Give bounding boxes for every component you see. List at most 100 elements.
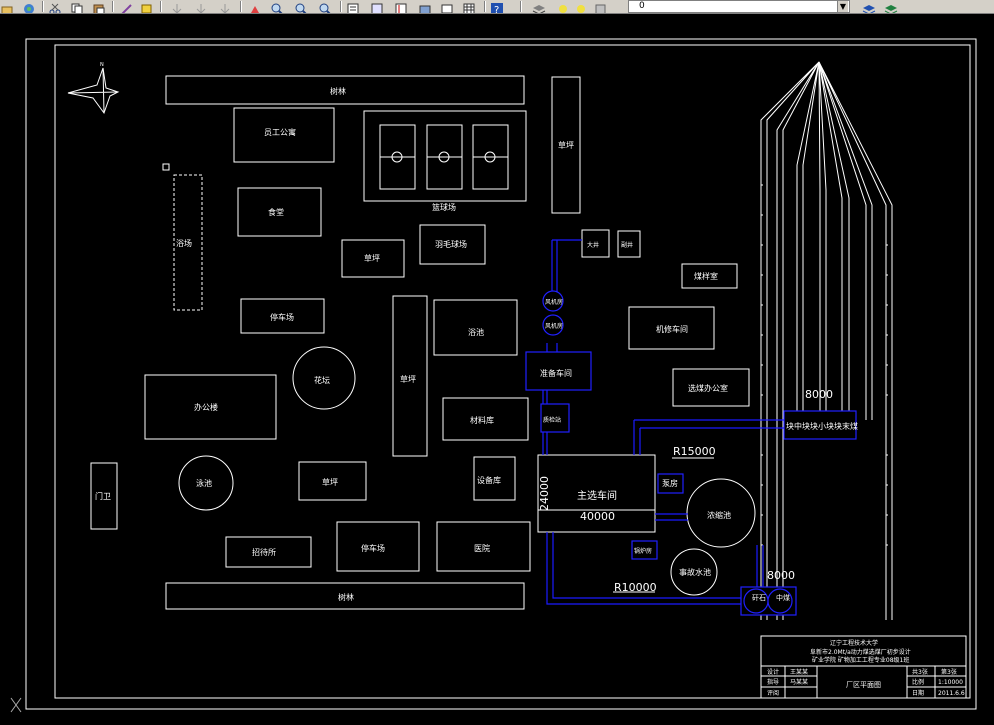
parking-1 (240, 298, 325, 334)
dim-r-thickener: R15000 (673, 445, 716, 458)
pool2-label: 浴池 (468, 327, 484, 337)
bath-label: 浴场 (176, 238, 192, 248)
thickener-label: 浓缩池 (707, 510, 731, 520)
outer-frame (25, 38, 977, 710)
lawn-small (341, 239, 405, 278)
parking-2 (336, 521, 420, 572)
help-icon[interactable]: ? (490, 0, 504, 14)
cut-icon[interactable] (48, 0, 62, 13)
flower-bed-label: 花坛 (314, 375, 330, 385)
toolpalette-icon[interactable] (394, 0, 408, 13)
lawn-tall-label: 草坪 (400, 374, 416, 384)
badminton-label: 羽毛球场 (435, 239, 467, 249)
ent-1-building (581, 229, 610, 258)
drawing-canvas[interactable]: N 树林 员工公寓 食堂 浴场 停车场 办公楼 花坛 泳池 门卫 草坪 招待所 … (0, 13, 994, 725)
boiler-house-label: 锅炉房 (634, 547, 652, 555)
open-icon[interactable] (0, 0, 14, 13)
loading-bin (783, 410, 857, 440)
ent-2-building (617, 230, 641, 258)
office-building (144, 374, 277, 440)
parking-2-label: 停车场 (361, 543, 385, 553)
date-label: 日期 (912, 689, 924, 697)
layer-properties-icon[interactable] (884, 0, 898, 13)
lawn-mid-label: 草坪 (322, 477, 338, 487)
designcenter-icon[interactable] (370, 0, 384, 13)
sampling-label: 质检站 (543, 416, 561, 424)
coal-sample-room (681, 263, 738, 289)
main-plant-label: 主选车间 (577, 489, 617, 502)
shaft-2 (542, 314, 564, 336)
railway-tracks (760, 61, 893, 620)
pipe-network (542, 239, 790, 605)
pool-circle (178, 455, 234, 511)
brush-icon[interactable] (120, 0, 134, 13)
reception-building (225, 536, 312, 568)
lawn-mid (298, 461, 367, 501)
ent-1-label: 大井 (587, 241, 599, 249)
matchprop-icon[interactable] (140, 0, 154, 13)
sheetset-icon[interactable] (418, 0, 432, 13)
lawn-right-top-label: 草坪 (558, 140, 574, 150)
lawn-tall (392, 295, 428, 457)
pump-house (657, 473, 684, 494)
copy-icon[interactable] (70, 0, 84, 13)
paste-icon[interactable] (92, 0, 106, 13)
clarifier-label: 事故水池 (679, 567, 711, 577)
canteen-label: 食堂 (268, 207, 284, 217)
gate-label: 门卫 (95, 491, 111, 501)
stockpile-b (767, 588, 793, 614)
row1-label: 设计 (767, 668, 779, 676)
coal-sample-label: 煤样室 (694, 271, 718, 281)
zoom-window-icon[interactable] (270, 0, 284, 13)
ucs-icon (10, 697, 22, 713)
inner-frame (54, 44, 971, 699)
repair-plant (628, 306, 715, 350)
globe-icon[interactable] (22, 0, 36, 13)
properties-icon[interactable] (346, 0, 360, 13)
scale-label: 比例 (912, 678, 924, 686)
date-value: 2011.6.6 (938, 690, 965, 697)
dorm-building (233, 107, 335, 163)
repair-plant-label: 机修车间 (656, 324, 688, 334)
redo-icon[interactable] (194, 0, 208, 13)
title-block: 辽宁工程技术大学 阜新市2.0Mt/a动力煤选煤厂初步设计 矿业学院 矿物加工工… (760, 635, 967, 699)
ent-2-label: 副井 (621, 241, 633, 249)
calculator-icon[interactable] (462, 0, 476, 13)
woods-bottom (165, 582, 525, 610)
zoom-realtime-icon[interactable] (248, 0, 262, 13)
pool-circle-label: 泳池 (196, 478, 212, 488)
zoom-extents-icon[interactable] (318, 0, 332, 13)
layer-prev-icon[interactable] (574, 0, 588, 13)
hospital-building (436, 521, 531, 572)
loading-bin-label: 块中块块小块块末煤 (786, 421, 858, 431)
equipment-shed-label: 设备库 (477, 475, 501, 485)
title-school: 辽宁工程技术大学 (830, 639, 878, 647)
pool2-building (433, 299, 518, 356)
undo-icon[interactable] (170, 0, 184, 13)
woods-top (165, 75, 525, 105)
lawn-right-top (551, 76, 581, 214)
shaft-1-label: 风机房 (545, 298, 563, 306)
layers-icon[interactable] (862, 0, 876, 13)
chevron-down-icon[interactable]: ▼ (837, 1, 848, 12)
title-project: 阜新市2.0Mt/a动力煤选煤厂初步设计 (810, 648, 911, 656)
row2-value: 马某某 (790, 678, 808, 686)
shaft-2-label: 风机房 (545, 322, 563, 330)
layer-manager-icon[interactable] (532, 0, 546, 13)
pan-icon[interactable] (218, 0, 232, 13)
main-plant (537, 454, 656, 533)
sheet-number: 第3张 (941, 668, 957, 676)
layer-state-icon[interactable] (556, 0, 570, 13)
markup-icon[interactable] (440, 0, 454, 13)
layer-freeze-icon[interactable] (594, 0, 608, 13)
hospital-label: 医院 (474, 543, 490, 553)
svg-text:?: ? (494, 5, 499, 14)
dorm-label: 员工公寓 (264, 127, 296, 137)
zoom-previous-icon[interactable] (294, 0, 308, 13)
layer-dropdown[interactable]: 0▼ (628, 0, 850, 13)
dim-bin-bottom: 8000 (767, 569, 795, 582)
drawing-name: 厂区平面图 (846, 681, 881, 689)
sheet-total: 共3张 (912, 668, 928, 676)
bath-building (173, 174, 203, 311)
woods-bottom-label: 树林 (338, 592, 354, 602)
